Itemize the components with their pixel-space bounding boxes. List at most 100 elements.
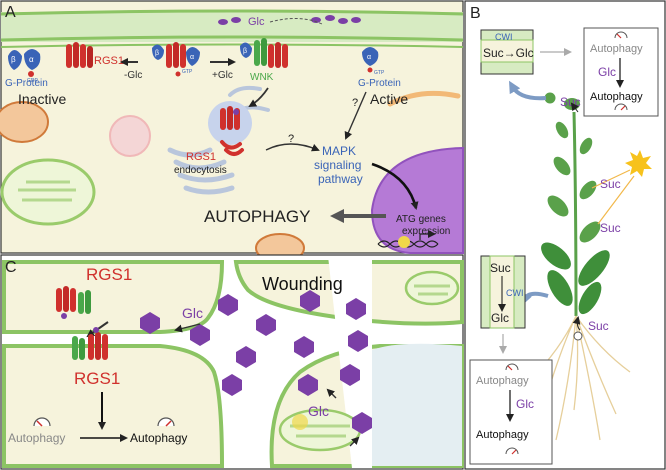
glc-molecule xyxy=(338,18,348,24)
wnk-kinase xyxy=(78,292,84,314)
panel-b-letter: B xyxy=(470,5,481,22)
suc-to-glc-label: Suc→Glc xyxy=(483,46,534,60)
rgs1-helix xyxy=(66,44,72,68)
atg-line-2: expression xyxy=(402,226,450,237)
glc-hexagon xyxy=(140,312,160,334)
glc-hexagon xyxy=(352,412,372,434)
leaf xyxy=(547,195,569,217)
plasma-membrane xyxy=(0,43,464,48)
zoom-arrow-top xyxy=(509,80,547,101)
leaf xyxy=(541,242,571,270)
sun-ray-1 xyxy=(591,169,631,189)
glc-molecule xyxy=(311,17,321,23)
gauge-top-high xyxy=(614,103,628,111)
active-label: Active xyxy=(370,91,408,107)
rgs1-complex-c-top xyxy=(56,286,91,319)
glc-bound xyxy=(233,109,239,115)
arrow-suc-1 xyxy=(570,102,579,113)
arrow-gprotein-to-mapk xyxy=(344,91,367,140)
glc-hexagons-c xyxy=(140,290,372,434)
glc-molecule xyxy=(231,17,241,23)
transcription-factor xyxy=(398,236,410,248)
autophagy-black-c: Autophagy xyxy=(130,431,187,445)
wnk-complex: β xyxy=(240,38,288,68)
rgs1-helix xyxy=(73,42,79,68)
endocytosis-label: endocytosis xyxy=(174,165,227,176)
root-zoom-marker xyxy=(573,331,583,341)
glc-hexagon xyxy=(222,374,242,396)
leaf xyxy=(579,221,601,243)
chloroplast-c-top xyxy=(404,270,460,306)
rgs1-helix xyxy=(63,286,69,312)
g-protein-label-inactive: G-Protein xyxy=(5,78,48,89)
gtp-label-left: GTP xyxy=(182,69,193,75)
plant-illustration xyxy=(529,91,631,441)
gauge-bottom-low xyxy=(505,363,519,371)
glc-hexagon xyxy=(346,298,366,320)
rgs1-helix xyxy=(56,288,62,312)
g-beta-subunit xyxy=(240,42,252,58)
glc-bound xyxy=(93,327,99,333)
gauge-needle xyxy=(507,365,513,371)
vacuole xyxy=(372,343,462,466)
glc-hexagon xyxy=(294,336,314,358)
dna-strand-2 xyxy=(377,240,439,248)
wounding-label: Wounding xyxy=(262,274,343,294)
suc-label-4: Suc xyxy=(588,319,609,333)
glc-molecule xyxy=(351,17,361,23)
arrow-glc-to-rgs1 xyxy=(174,323,201,333)
rgs1-helix xyxy=(275,42,281,68)
glc-label-box: Glc xyxy=(491,311,509,325)
glc-hexagon xyxy=(298,374,318,396)
gauge-top-low xyxy=(614,31,628,39)
suc-label-3: Suc xyxy=(600,221,621,235)
question-mark-2: ? xyxy=(288,133,294,145)
panel-c-letter: C xyxy=(5,259,17,276)
g-beta-subunit xyxy=(152,44,164,60)
wnk-kinase xyxy=(79,338,85,360)
leaf xyxy=(579,180,597,200)
arrow-mapk-to-atg xyxy=(371,162,419,210)
arrow-to-endocytosis xyxy=(248,87,269,108)
thylakoids-a xyxy=(18,180,76,202)
gdp-label: GDP xyxy=(27,78,39,84)
rgs1-helix xyxy=(102,334,108,360)
g-protein-active: α xyxy=(362,47,379,73)
gdp-molecule xyxy=(28,71,34,77)
cwi-label-top: CWI xyxy=(495,32,513,42)
beta-label: β xyxy=(11,55,16,64)
glc-hexagon xyxy=(236,346,256,368)
g-protein-inactive: β α GDP xyxy=(8,49,41,84)
gauge-dial xyxy=(614,31,628,39)
leaf xyxy=(555,121,569,139)
autophagy-box-top xyxy=(583,27,659,117)
arrow-endocytosis-to-mapk xyxy=(265,143,320,152)
alpha-label-3: α xyxy=(367,54,371,61)
chloroplast-a xyxy=(0,158,96,226)
alpha-label-2: α xyxy=(190,54,194,61)
atg-line-1: ATG genes xyxy=(396,214,446,225)
panel-c: RGS1 RGS1 Autophagy Autophagy Wounding G… xyxy=(0,254,464,470)
rgs1-helix xyxy=(88,334,94,360)
leaf xyxy=(578,250,610,286)
panel-b: B CWI Suc→Glc Autophagy Glc Autophagy xyxy=(464,0,666,470)
cell-c-top-left xyxy=(2,260,225,334)
sun-icon xyxy=(625,150,652,177)
glc-molecule xyxy=(218,19,228,25)
glc-hexagon xyxy=(300,290,320,312)
sun-star xyxy=(625,150,652,177)
glc-molecules-a xyxy=(218,15,361,25)
g-beta-subunit xyxy=(8,50,22,70)
autophagy-grey-b-bottom: Autophagy xyxy=(476,375,529,387)
autophagy-black-b-bottom: Autophagy xyxy=(476,429,529,441)
rgs1-helix xyxy=(220,108,226,130)
autophagy-box-bottom xyxy=(469,359,553,465)
g-alpha-subunit xyxy=(186,47,200,66)
wnk-kinase xyxy=(254,40,260,66)
peroxisome xyxy=(109,115,151,157)
glc-molecule xyxy=(325,15,335,21)
leaf xyxy=(579,137,593,155)
glc-hexagon xyxy=(340,364,360,386)
arrow-glc-out-2 xyxy=(349,436,360,447)
rgs1-helix xyxy=(80,44,86,68)
